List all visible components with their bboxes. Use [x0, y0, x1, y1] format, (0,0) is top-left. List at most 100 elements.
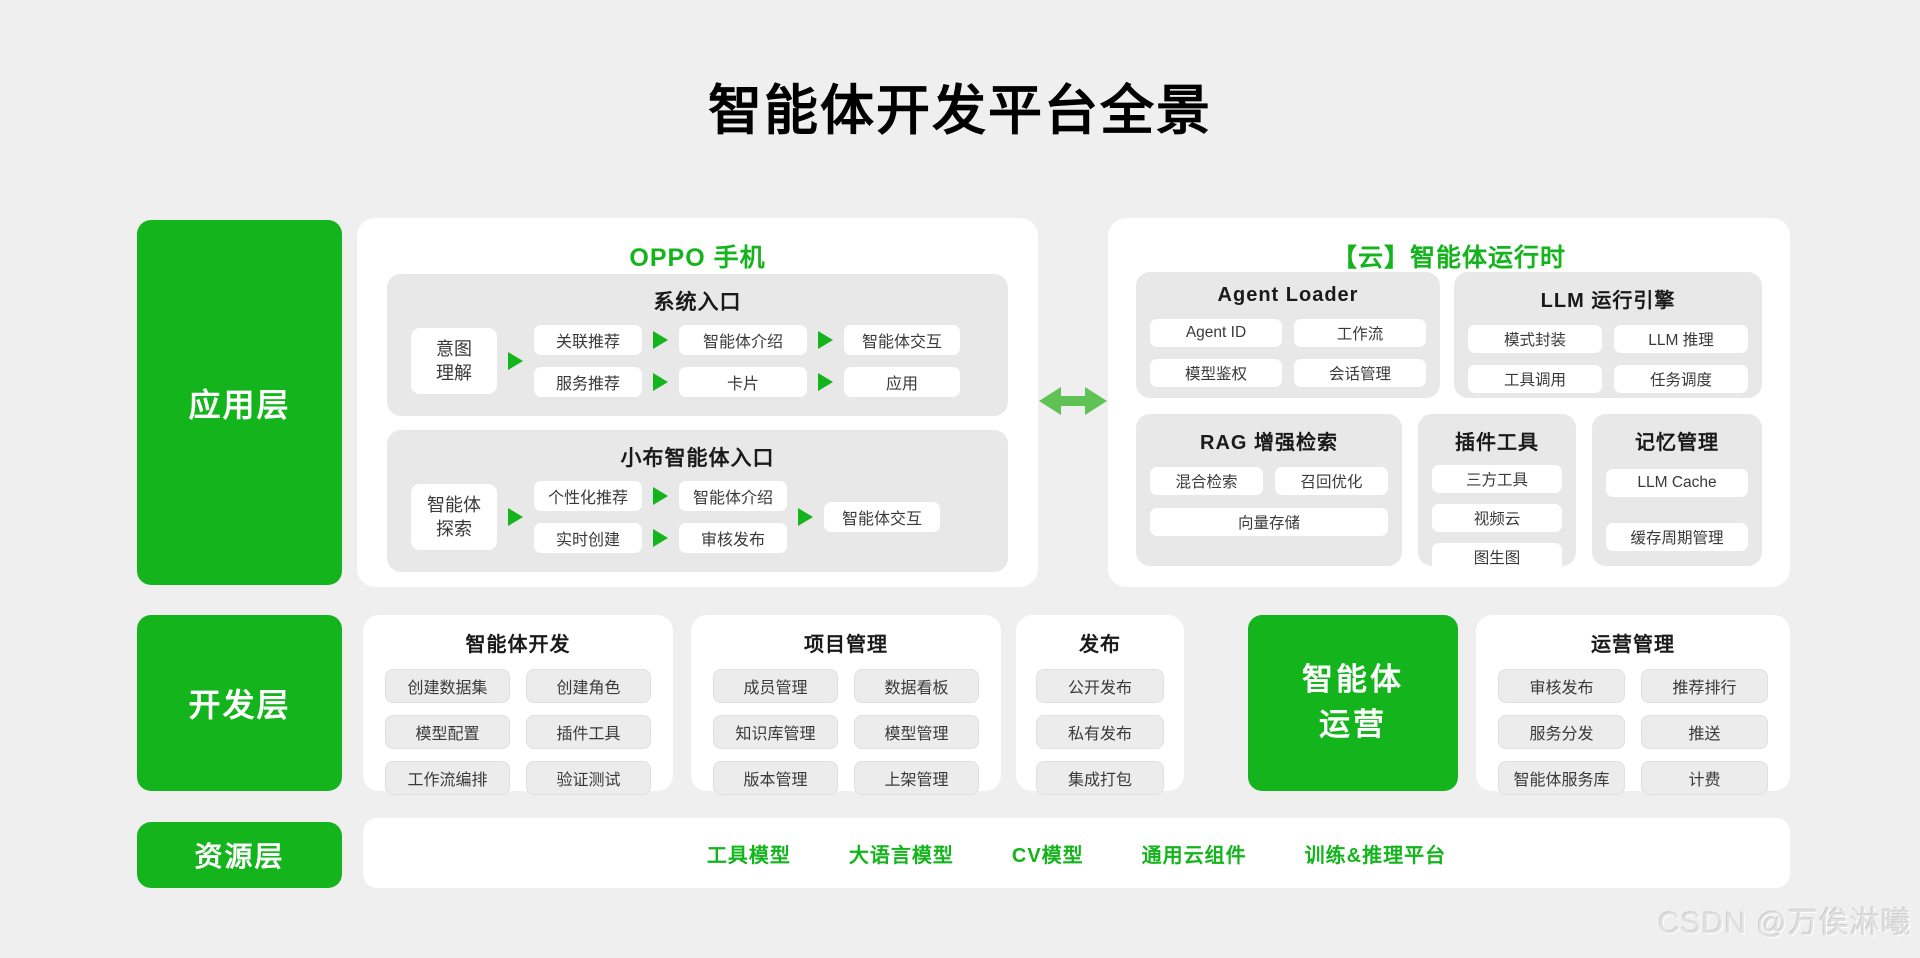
node-third-party-tools: 三方工具	[1432, 465, 1562, 493]
node-push: 推送	[1641, 715, 1768, 749]
node-hybrid-retrieval: 混合检索	[1150, 467, 1263, 495]
node-plugin-tools: 插件工具	[526, 715, 651, 749]
flow-arrow-icon	[653, 529, 668, 547]
flow-arrow-icon	[653, 487, 668, 505]
node-cache-lifecycle: 缓存周期管理	[1606, 523, 1748, 551]
bidirectional-arrow-icon	[1039, 387, 1107, 415]
node-realtime-creation: 实时创建	[534, 523, 642, 553]
node-model-management: 模型管理	[854, 715, 979, 749]
node-member-management: 成员管理	[713, 669, 838, 703]
project-management-card: 项目管理 成员管理 数据看板 知识库管理 模型管理 版本管理 上架管理	[691, 615, 1001, 795]
flow-arrow-icon	[798, 508, 813, 526]
node-model-config: 模型配置	[385, 715, 510, 749]
node-service-recommendation: 服务推荐	[534, 367, 642, 397]
node-agent-introduction: 智能体介绍	[679, 481, 787, 511]
node-tool-invocation: 工具调用	[1468, 365, 1602, 393]
memory-management-title: 记忆管理	[1635, 432, 1719, 454]
agent-loader-title: Agent Loader	[1217, 284, 1359, 306]
node-private-release: 私有发布	[1036, 715, 1164, 749]
layer-label-application: 应用层	[137, 220, 342, 585]
xiaobu-entry-title: 小布智能体入口	[620, 447, 775, 470]
node-vector-storage: 向量存储	[1150, 508, 1388, 536]
oppo-phone-title: OPPO 手机	[629, 244, 766, 272]
node-text: 意图	[436, 338, 472, 359]
layer-label-resource: 资源层	[137, 822, 342, 888]
llm-engine-title: LLM 运行引擎	[1540, 290, 1676, 312]
flow-arrow-icon	[653, 331, 668, 349]
operations-management-title: 运营管理	[1591, 634, 1675, 656]
node-agent-interaction: 智能体交互	[844, 325, 960, 355]
node-agent-id: Agent ID	[1150, 319, 1282, 347]
system-entry-title: 系统入口	[653, 291, 742, 314]
agent-development-card: 智能体开发 创建数据集 创建角色 模型配置 插件工具 工作流编排 验证测试	[363, 615, 673, 795]
node-integration-packaging: 集成打包	[1036, 761, 1164, 795]
agent-operations-block: 智能体 运营	[1248, 615, 1458, 791]
page-title: 智能体开发平台全景	[708, 81, 1212, 141]
node-task-scheduling: 任务调度	[1614, 365, 1748, 393]
node-knowledge-base-management: 知识库管理	[713, 715, 838, 749]
node-validation-testing: 验证测试	[526, 761, 651, 795]
flow-arrow-icon	[818, 331, 833, 349]
node-workflow-orchestration: 工作流编排	[385, 761, 510, 795]
llm-engine-group: LLM 运行引擎 模式封装 LLM 推理 工具调用 任务调度	[1454, 272, 1762, 398]
node-application: 应用	[844, 367, 960, 397]
node-version-management: 版本管理	[713, 761, 838, 795]
xiaobu-entry-section: 小布智能体入口 智能体 探索 个性化推荐 智能体介绍 实时创建 审核发布	[387, 430, 1008, 572]
node-agent-explore: 智能体 探索	[411, 484, 497, 550]
node-model-auth: 模型鉴权	[1150, 359, 1282, 387]
node-llm-inference: LLM 推理	[1614, 325, 1748, 353]
node-personalized-recommendation: 个性化推荐	[534, 481, 642, 511]
watermark: CSDN @万俟淋曦	[1658, 907, 1912, 940]
project-management-title: 项目管理	[804, 634, 888, 656]
node-service-distribution: 服务分发	[1498, 715, 1625, 749]
node-create-dataset: 创建数据集	[385, 669, 510, 703]
plugin-tools-title: 插件工具	[1455, 432, 1539, 454]
resource-training-inference-platform: 训练&推理平台	[1304, 844, 1447, 867]
node-related-recommendation: 关联推荐	[534, 325, 642, 355]
cloud-runtime-title: 【云】智能体运行时	[1331, 244, 1566, 272]
flow-arrow-icon	[653, 373, 668, 391]
resource-layer-card: 工具模型 大语言模型 CV模型 通用云组件 训练&推理平台	[363, 818, 1790, 888]
flow-arrow-icon	[818, 373, 833, 391]
layer-label-development: 开发层	[137, 615, 342, 791]
node-create-role: 创建角色	[526, 669, 651, 703]
node-mode-encapsulation: 模式封装	[1468, 325, 1602, 353]
node-card: 卡片	[679, 367, 807, 397]
resource-cv-models: CV模型	[1011, 844, 1084, 867]
node-recall-optimization: 召回优化	[1275, 467, 1388, 495]
memory-management-group: 记忆管理 LLM Cache 缓存周期管理	[1592, 414, 1762, 566]
node-listing-management: 上架管理	[854, 761, 979, 795]
node-workflow: 工作流	[1294, 319, 1426, 347]
node-agent-service-library: 智能体服务库	[1498, 761, 1625, 795]
node-text: 探索	[436, 519, 472, 539]
rag-retrieval-group: RAG 增强检索 混合检索 召回优化 向量存储	[1136, 414, 1402, 566]
node-billing: 计费	[1641, 761, 1768, 795]
node-text: 理解	[436, 363, 472, 383]
node-text: 智能体	[427, 494, 481, 515]
node-review-release: 审核发布	[1498, 669, 1625, 703]
oppo-phone-card: OPPO 手机 系统入口 意图 理解 关联推荐 智能体介绍 智能体交互 服务推荐	[357, 218, 1038, 587]
publish-card: 发布 公开发布 私有发布 集成打包	[1016, 615, 1184, 795]
plugin-tools-group: 插件工具 三方工具 视频云 图生图	[1418, 414, 1576, 571]
resource-tool-models: 工具模型	[706, 844, 791, 867]
node-public-release: 公开发布	[1036, 669, 1164, 703]
node-recommendation-ranking: 推荐排行	[1641, 669, 1768, 703]
resource-llm-models: 大语言模型	[848, 844, 954, 867]
agent-operations-line1: 智能体	[1302, 662, 1404, 698]
node-image-to-image: 图生图	[1432, 543, 1562, 571]
node-agent-interaction: 智能体交互	[824, 502, 940, 532]
node-data-dashboard: 数据看板	[854, 669, 979, 703]
node-llm-cache: LLM Cache	[1606, 469, 1748, 497]
node-intent-understanding: 意图 理解	[411, 328, 497, 394]
agent-operations-line2: 运营	[1319, 707, 1387, 742]
rag-retrieval-title: RAG 增强检索	[1200, 432, 1338, 454]
operations-management-card: 运营管理 审核发布 推荐排行 服务分发 推送 智能体服务库 计费	[1476, 615, 1790, 795]
resource-cloud-components: 通用云组件	[1141, 844, 1247, 867]
agent-loader-group: Agent Loader Agent ID 工作流 模型鉴权 会话管理	[1136, 272, 1440, 398]
flow-arrow-icon	[508, 352, 523, 370]
system-entry-section: 系统入口 意图 理解 关联推荐 智能体介绍 智能体交互 服务推荐 卡片	[387, 274, 1008, 416]
node-review-publish: 审核发布	[679, 523, 787, 553]
agent-development-title: 智能体开发	[465, 634, 571, 656]
cloud-runtime-card: 【云】智能体运行时 Agent Loader Agent ID 工作流 模型鉴权…	[1108, 218, 1790, 587]
publish-title: 发布	[1079, 634, 1121, 656]
